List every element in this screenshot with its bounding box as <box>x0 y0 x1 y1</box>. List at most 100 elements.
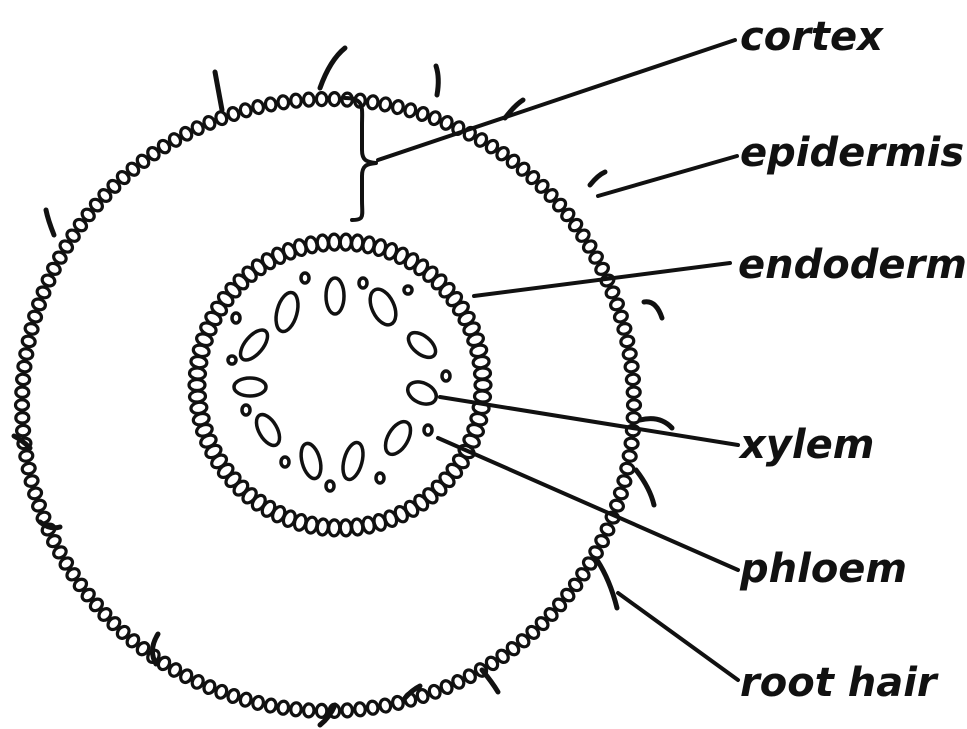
endodermis-cell <box>189 380 205 391</box>
epidermis-cell <box>27 310 42 324</box>
epidermis-cell <box>16 387 29 398</box>
epidermis-cell <box>19 348 34 360</box>
endodermis-cell <box>216 290 235 308</box>
epidermis-cell <box>620 462 635 475</box>
endodermis-cell <box>340 520 352 536</box>
epidermis-cell <box>21 462 36 475</box>
epidermis-cell <box>609 499 625 513</box>
root-hair <box>590 172 605 185</box>
epidermis-cell <box>316 704 327 717</box>
xylem-vessel <box>298 441 325 480</box>
epidermis-cell <box>404 103 418 118</box>
epidermis-cell <box>620 335 635 348</box>
epidermis-cell <box>303 93 314 107</box>
epidermis-cell <box>617 322 632 335</box>
xylem-vessel <box>380 417 415 458</box>
xylem-vessel <box>272 290 302 334</box>
phloem-cell <box>442 371 450 381</box>
epidermis-cell <box>31 297 47 311</box>
endodermis-label: endodermis <box>738 242 967 288</box>
phloem-cell <box>228 356 236 364</box>
epidermis-cell <box>277 701 289 715</box>
epidermis-cell <box>252 695 265 710</box>
epidermis-cell <box>613 310 628 324</box>
epidermis-cell <box>31 499 47 513</box>
xylem-vessel <box>234 378 266 396</box>
epidermis-cell <box>622 450 637 462</box>
phloem-label: phloem <box>739 546 907 592</box>
xylem-vessel <box>236 325 273 364</box>
epidermis-cell <box>379 698 392 713</box>
epidermis-cell <box>391 695 404 710</box>
epidermis-cell <box>264 97 277 112</box>
epidermis-cell <box>391 100 404 115</box>
endodermis-cell <box>430 272 449 291</box>
root-hair <box>46 210 54 235</box>
epidermis-cell-ring <box>16 92 641 717</box>
root-hair <box>636 470 654 505</box>
endodermis-cell <box>189 390 206 402</box>
epidermis-cell <box>628 400 641 410</box>
epidermis-cell <box>17 361 31 373</box>
root-hair <box>436 66 438 95</box>
epidermis-cell <box>342 704 353 718</box>
cortex-label: cortex <box>740 14 884 60</box>
phloem-cell <box>232 313 240 323</box>
epidermis-cell <box>416 688 430 704</box>
endodermis-cell <box>328 520 340 536</box>
phloem-cell <box>301 273 309 283</box>
epidermis-cell <box>16 374 30 385</box>
epidermis-cell <box>16 400 29 410</box>
epidermis-cell <box>226 106 240 122</box>
phloem-cell <box>326 481 334 491</box>
epidermis-cell <box>624 437 638 449</box>
epidermis-label: epidermis <box>740 130 964 176</box>
endodermis-cell <box>223 281 242 300</box>
epidermis-cell <box>617 474 632 487</box>
xylem-vessel <box>252 411 285 449</box>
epidermis-cell <box>239 692 253 707</box>
endodermis-cell <box>231 479 250 498</box>
endodermis-cell <box>437 470 456 489</box>
xylem-label: xylem <box>738 422 874 468</box>
xylem-vessel <box>404 328 440 362</box>
epidermis-cell <box>21 335 36 348</box>
phloem-cell <box>281 457 289 467</box>
phloem-leader-line <box>438 438 738 570</box>
endodermis-cell <box>231 272 250 291</box>
epidermis-cell <box>613 487 628 501</box>
cortex-brace <box>345 98 376 220</box>
epidermis-cell <box>226 688 240 704</box>
epidermis-cell <box>609 297 625 311</box>
epidermis-cell <box>24 322 39 335</box>
endodermis-cell <box>316 518 329 535</box>
epidermis-cell <box>624 361 638 373</box>
epidermis-cell <box>622 348 637 360</box>
endodermis-cell <box>430 479 449 498</box>
epidermis-cell <box>367 701 379 715</box>
phloem-cell <box>242 405 250 415</box>
endodermis-cell <box>421 265 440 284</box>
epidermis-cell <box>316 92 327 105</box>
root-hair <box>320 48 345 88</box>
epidermis-cell <box>264 698 277 713</box>
epidermis-cell <box>16 412 29 423</box>
cortex-leader-line <box>378 40 735 160</box>
xylem-vessel <box>404 378 440 409</box>
endodermis-cell <box>340 234 352 250</box>
epidermis-cell <box>627 387 640 398</box>
endodermis-leader-line <box>474 263 730 296</box>
epidermis-cell <box>626 374 640 385</box>
xylem-vessel <box>326 278 344 314</box>
phloem-cell <box>359 278 367 288</box>
root-hair <box>597 560 617 608</box>
phloem-cell <box>376 473 384 483</box>
epidermis-cell <box>303 704 314 718</box>
root-hair <box>215 72 222 110</box>
phloem-cell <box>424 425 432 435</box>
endodermis-cell <box>189 367 206 379</box>
root-hair-leader-line <box>618 593 738 680</box>
epidermis-cell <box>252 100 265 115</box>
epidermis-cell <box>290 94 302 108</box>
